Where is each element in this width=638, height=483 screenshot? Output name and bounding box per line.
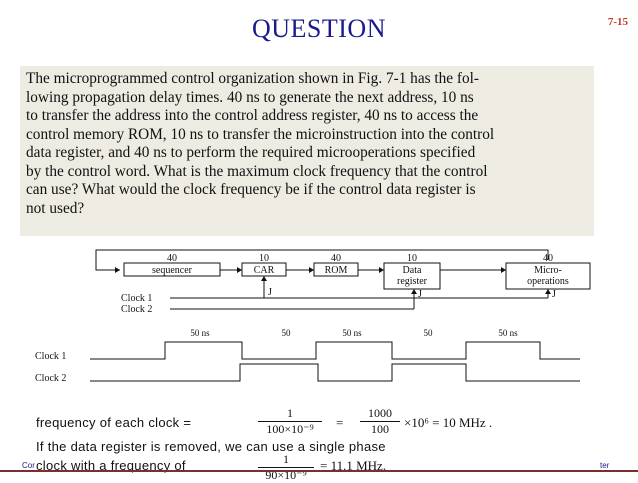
clock-1-waveform xyxy=(90,341,580,360)
fraction-2: 1000 100 xyxy=(360,406,400,437)
clock-1-waveform-label: Clock 1 xyxy=(35,351,66,362)
fraction-3-numerator: 1 xyxy=(258,452,314,468)
fraction-1-denominator: 100×10⁻⁹ xyxy=(266,422,314,436)
timing-diagram: 40 10 40 10 40 sequencer CAR ROM Data re… xyxy=(35,249,591,384)
car-clock-marker: J xyxy=(268,287,272,298)
fraction-3: 1 90×10⁻⁹ xyxy=(258,452,314,483)
interval-label: 50 ns xyxy=(190,328,210,338)
question-line: control memory ROM, 10 ns to transfer th… xyxy=(26,125,495,143)
solution-line-1-result: ×10⁶ = 10 MHz . xyxy=(404,415,493,430)
interval-label: 50 ns xyxy=(342,328,362,338)
clock-2-input-label: Clock 2 xyxy=(121,304,152,315)
microoperations-delay: 40 xyxy=(543,253,553,264)
interval-label: 50 ns xyxy=(498,328,518,338)
solution-line-3-result: = 11.1 MHz. xyxy=(320,458,387,473)
clock-1-input-label: Clock 1 xyxy=(121,293,152,304)
footer-left-text: Cor xyxy=(22,461,35,470)
question-line: data register, and 40 ns to perform the … xyxy=(26,144,476,161)
equals-sign: = xyxy=(336,415,344,430)
data-register-block xyxy=(383,262,441,290)
rom-delay: 40 xyxy=(331,253,341,264)
interval-label: 50 xyxy=(282,328,292,338)
microoperations-block xyxy=(505,262,591,290)
solution-line-1: frequency of each clock = xyxy=(36,415,192,430)
solution-line-2: If the data register is removed, we can … xyxy=(36,439,386,454)
question-line: can use? What would the clock frequency … xyxy=(26,181,476,198)
question-line: not used? xyxy=(26,199,85,217)
question-line: by the control word. What is the maximum… xyxy=(26,162,488,180)
clock-2-waveform-label: Clock 2 xyxy=(35,373,66,384)
fraction-1: 1 100×10⁻⁹ xyxy=(258,406,322,437)
data-register-label-2: register xyxy=(397,276,428,287)
question-line: to transfer the address into the control… xyxy=(26,107,479,124)
question-text: The microprogrammed control organization… xyxy=(26,70,588,218)
rom-label: ROM xyxy=(325,265,348,276)
car-delay: 10 xyxy=(259,253,269,264)
question-line: The microprogrammed control organization… xyxy=(26,70,479,87)
clock-2-waveform xyxy=(90,363,580,382)
sequencer-delay: 40 xyxy=(167,253,177,264)
microoperations-label-1: Micro- xyxy=(534,265,562,276)
car-label: CAR xyxy=(254,265,275,276)
solution-line-3: clock with a frequency of xyxy=(36,458,186,473)
data-register-delay: 10 xyxy=(407,253,417,264)
interval-label: 50 xyxy=(424,328,434,338)
question-box: The microprogrammed control organization… xyxy=(20,66,594,236)
data-register-label-1: Data xyxy=(403,265,422,276)
fraction-2-denominator: 100 xyxy=(371,422,389,436)
fraction-1-numerator: 1 xyxy=(258,406,322,422)
slide-title: QUESTION xyxy=(252,14,386,43)
microoperations-clock-marker: J xyxy=(552,289,556,300)
microoperations-label-2: operations xyxy=(527,276,569,287)
footer-rule xyxy=(0,470,638,472)
fraction-2-numerator: 1000 xyxy=(360,406,400,422)
page-number: 7-15 xyxy=(607,16,628,28)
question-line: lowing propagation delay times. 40 ns to… xyxy=(26,88,474,106)
data-register-clock-marker: J xyxy=(418,289,422,300)
sequencer-label: sequencer xyxy=(152,265,193,276)
footer-right-text: ter xyxy=(600,461,610,470)
feedback-line xyxy=(95,249,549,271)
